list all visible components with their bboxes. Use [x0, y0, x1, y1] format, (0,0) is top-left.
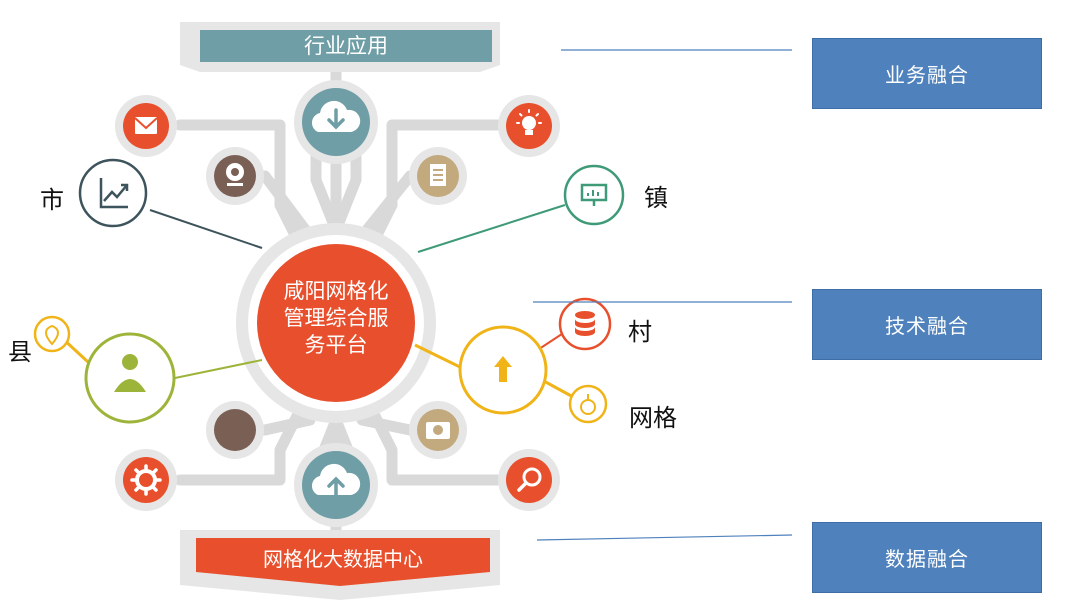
- connector-lines: [174, 64, 506, 546]
- cloud-download-icon: [294, 80, 378, 164]
- center-line-2: 管理综合服: [284, 306, 389, 330]
- technology-fusion-label: 技术融合: [885, 314, 969, 338]
- search-icon: [498, 449, 560, 511]
- business-fusion-box: 业务融合: [812, 38, 1042, 109]
- line-chart-icon: [78, 158, 148, 228]
- cloud-upload-icon: [294, 443, 378, 527]
- business-fusion-label: 业务融合: [885, 63, 969, 87]
- grid-pin-icon: [568, 384, 608, 424]
- level-county-label: 县: [8, 338, 32, 366]
- center-line-3: 务平台: [305, 333, 368, 357]
- map-pin-icon: [33, 315, 71, 353]
- arrow-up-icon: [458, 325, 548, 415]
- level-grid-label: 网格: [629, 404, 677, 432]
- camera-icon: [409, 401, 467, 459]
- top-banner-label: 行业应用: [304, 34, 388, 58]
- level-city-label: 市: [40, 186, 64, 214]
- technology-fusion-box: 技术融合: [812, 289, 1042, 360]
- envelope-icon: [115, 95, 177, 157]
- center-hub: 咸阳网格化 管理综合服 务平台: [236, 223, 436, 423]
- fusion-leader-lines: [533, 49, 793, 541]
- gear-icon: [115, 449, 177, 511]
- webcam-icon: [206, 147, 264, 205]
- person-icon: [84, 332, 176, 424]
- data-fusion-box: 数据融合: [812, 522, 1042, 593]
- level-town-label: 镇: [644, 184, 668, 212]
- placeholder-circle-icon: [206, 401, 264, 459]
- lightbulb-icon: [498, 95, 560, 157]
- database-icon: [558, 297, 612, 351]
- top-banner: 行业应用: [180, 22, 500, 72]
- center-line-1: 咸阳网格化: [284, 279, 389, 303]
- presentation-icon: [563, 164, 625, 226]
- bottom-banner-label: 网格化大数据中心: [263, 547, 423, 571]
- document-icon: [409, 147, 467, 205]
- level-village-label: 村: [628, 318, 652, 346]
- data-fusion-label: 数据融合: [885, 547, 969, 571]
- bottom-banner: 网格化大数据中心: [180, 530, 500, 600]
